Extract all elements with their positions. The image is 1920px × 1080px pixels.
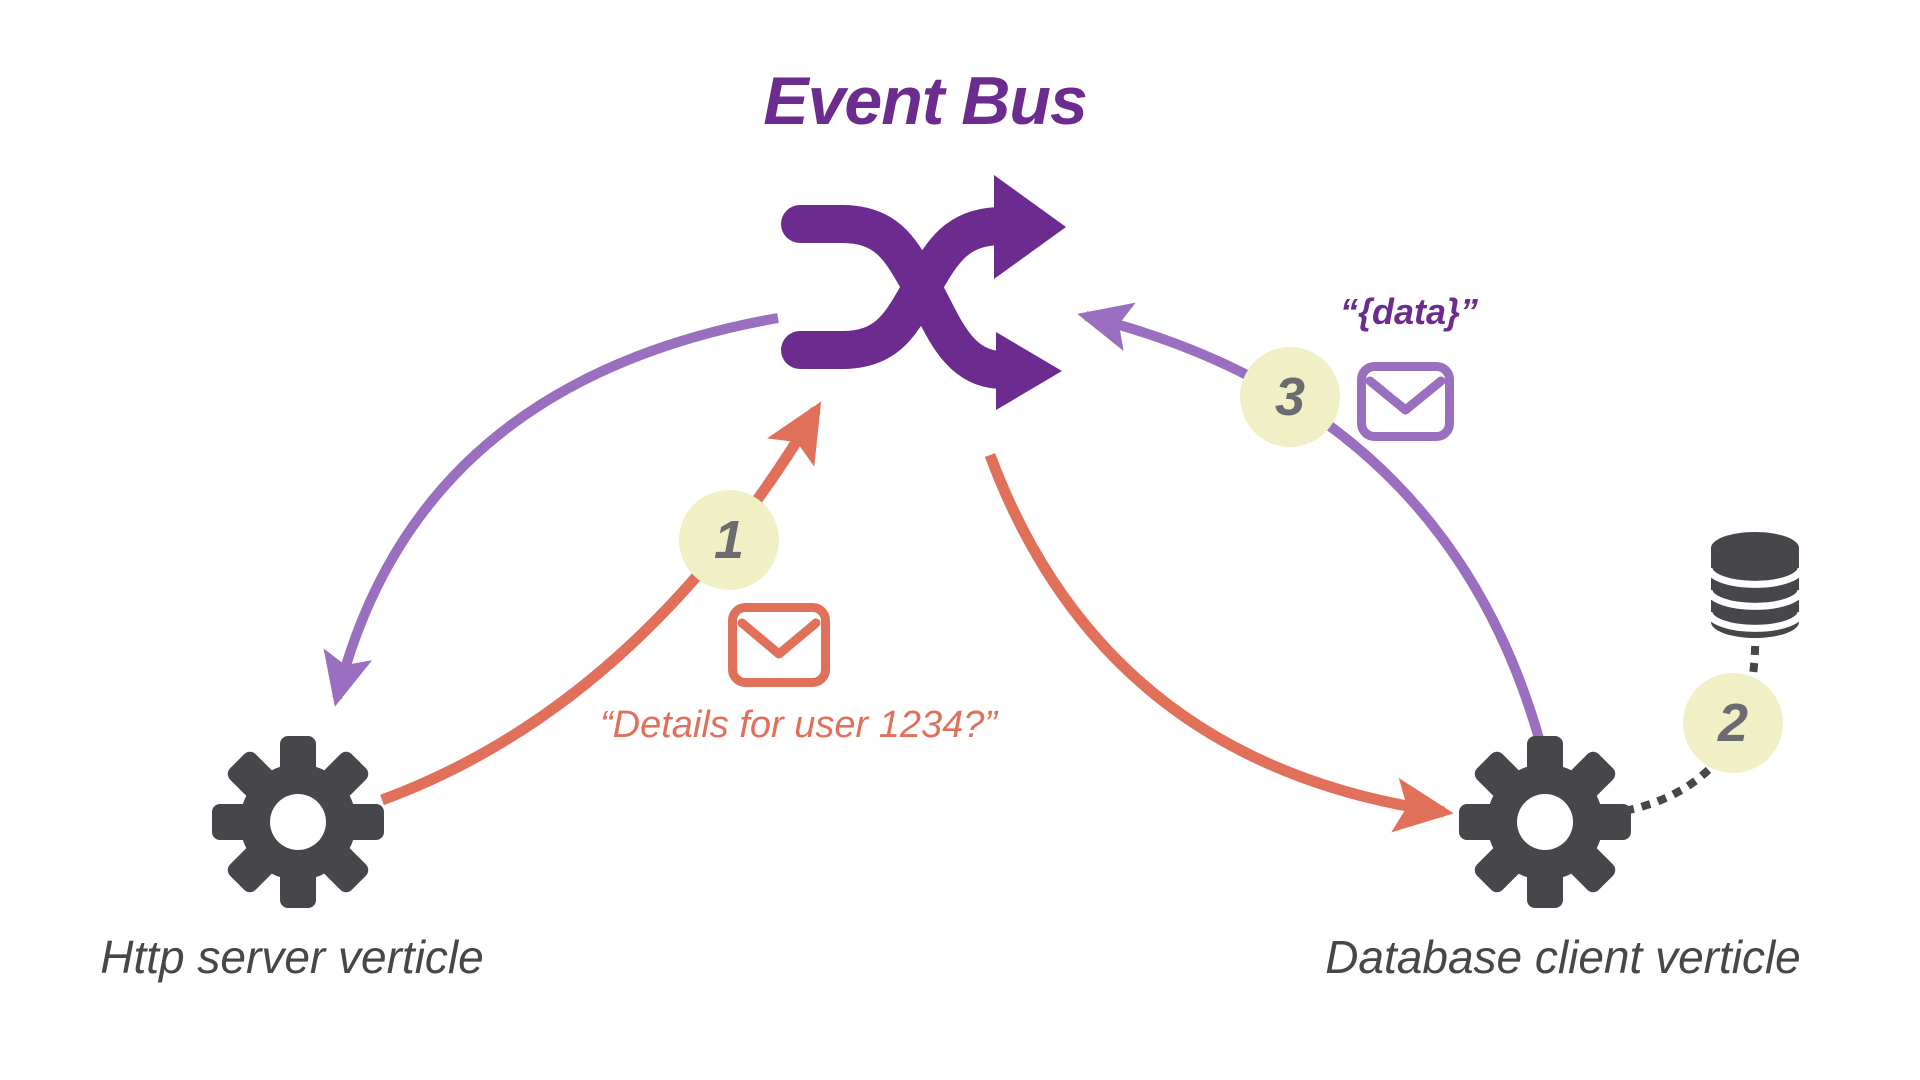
step-number: 3: [1274, 367, 1306, 427]
edge-httpserver-to-eventbus: [380, 401, 822, 806]
step-number: 2: [1717, 693, 1749, 753]
step-badge-3: 3: [1240, 347, 1340, 447]
request-message-label: “Details for user 1234?”: [600, 704, 998, 746]
envelope-icon: [728, 603, 830, 687]
shuffle-icon: [781, 175, 1066, 410]
response-message-label: “{data}”: [1340, 291, 1479, 332]
database-client-verticle-label: Database client verticle: [1325, 931, 1801, 983]
edge-eventbus-to-httpserver: [323, 313, 779, 707]
http-server-verticle-label: Http server verticle: [100, 931, 484, 983]
database-cylinder-icon: [1705, 532, 1805, 638]
step-badge-2: 2: [1683, 673, 1783, 773]
event-bus-title: Event Bus: [763, 63, 1088, 139]
gear-icon: [1459, 736, 1631, 908]
gear-icon: [212, 736, 384, 908]
step-number: 1: [713, 510, 745, 570]
envelope-icon: [1357, 362, 1454, 441]
step-badge-1: 1: [679, 490, 779, 590]
edge-eventbus-to-databaseclient: [984, 453, 1454, 833]
edge-databaseclient-to-eventbus: [1077, 302, 1545, 744]
